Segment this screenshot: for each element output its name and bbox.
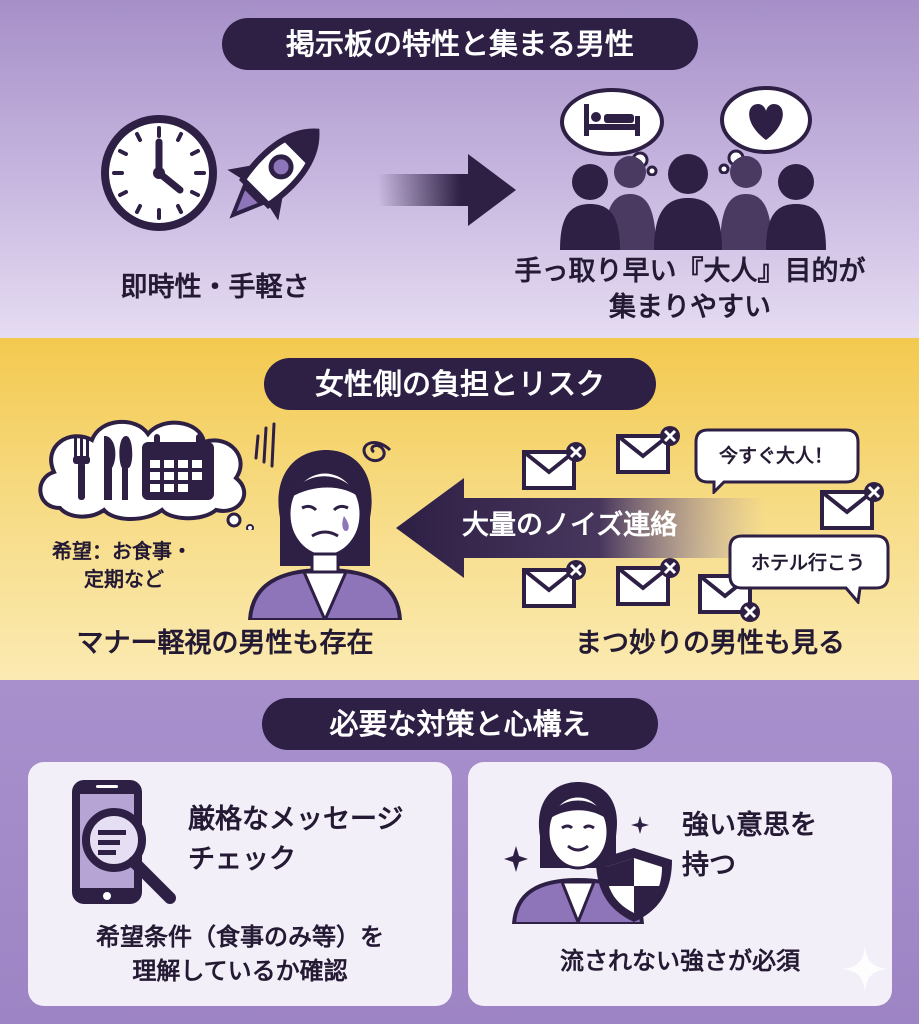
speech-bubble-text-now-adult: 今すぐ大人！ (718, 445, 833, 467)
strong-will-card (468, 762, 892, 1006)
left-caption-immediacy: 即時性・手軽さ (120, 272, 310, 303)
heart-thought-bubble-icon (718, 86, 812, 174)
arrow-right-icon (378, 154, 516, 226)
rejected-mail-icon (522, 560, 586, 608)
speech-bubble-text-hotel: ホテル行こう (750, 552, 865, 574)
bed-thought-bubble-icon (560, 88, 664, 176)
section3-title: 必要な対策と心構え (262, 698, 658, 750)
card1-title-line2: チェック (188, 844, 296, 875)
clock-icon (101, 115, 217, 231)
manner-caption: マナー軽視の男性も存在 (76, 628, 374, 659)
card2-title-line1: 強い意思を (682, 810, 817, 841)
dining-calendar-thought-bubble-icon (38, 420, 254, 530)
section2-title: 女性側の負担とリスク (264, 358, 656, 410)
right-caption-line2: 集まりやすい (609, 292, 771, 323)
card1-desc-line1: 希望条件（食事のみ等）を (96, 923, 384, 951)
sparkle-icon (842, 946, 888, 992)
rejected-mail-icon (522, 442, 586, 490)
right-caption-line1: 手っ取り早い『大人』目的が (514, 256, 866, 287)
wish-line2: 定期など (84, 567, 164, 591)
wish-line1: 希望：お食事・ (52, 539, 192, 563)
speech-bubble (694, 428, 860, 494)
card1-title-line1: 厳格なメッセージ (188, 804, 404, 835)
rejected-mail-icon (616, 426, 680, 474)
section1-title: 掲示板の特性と集まる男性 (222, 18, 698, 70)
card1-desc-line2: 理解しているか確認 (132, 957, 348, 985)
rocket-icon (227, 128, 320, 221)
speech-bubble (728, 534, 890, 604)
confident-woman-shield-icon (504, 782, 672, 924)
rejected-mail-icon (616, 558, 680, 606)
rumor-caption: まつ妙りの男性も見る (575, 628, 845, 659)
noise-contact-label: 大量のノイズ連絡 (462, 510, 678, 541)
men-silhouettes-icon (560, 154, 826, 250)
rejected-mail-icon (820, 482, 884, 530)
card2-title-line2: 持つ (682, 850, 736, 881)
phone-magnifier-icon (72, 780, 176, 904)
worried-woman-icon (247, 422, 403, 620)
arrow-left-icon (396, 478, 766, 578)
card2-desc: 流されない強さが必須 (560, 947, 800, 975)
